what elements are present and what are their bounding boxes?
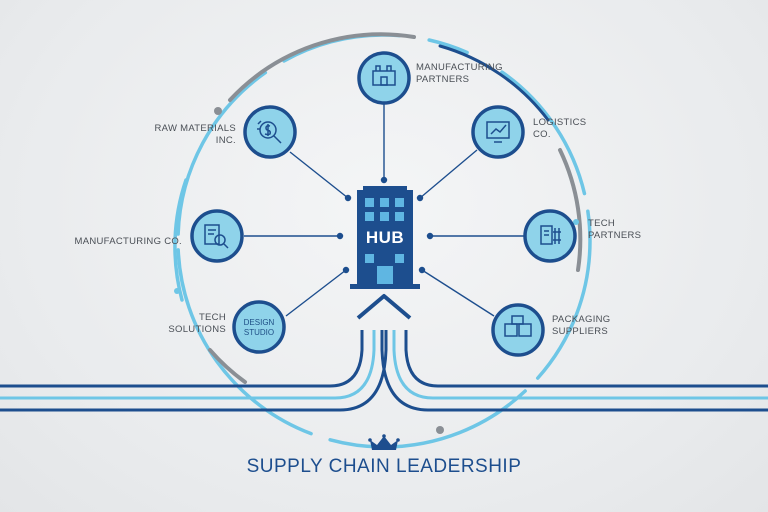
hub-label: HUB bbox=[365, 228, 405, 247]
hub-building bbox=[350, 186, 420, 289]
ring-dot bbox=[214, 107, 222, 115]
ring-dot bbox=[573, 219, 579, 225]
label-line: INC. bbox=[215, 135, 236, 146]
label-line: MANUFACTURING CO. bbox=[74, 236, 182, 247]
label-line: CO. bbox=[533, 129, 551, 140]
node-logistics bbox=[471, 105, 525, 159]
outer-arc-left bbox=[173, 178, 188, 302]
label-line: SUPPLIERS bbox=[552, 326, 609, 337]
connectors bbox=[244, 103, 525, 317]
label-line: PARTNERS bbox=[588, 230, 642, 241]
label-tech-solutions: TECH SOLUTIONS bbox=[150, 312, 226, 336]
ring-dot bbox=[174, 288, 180, 294]
outer-arc-gray-right bbox=[558, 148, 583, 272]
document-search-icon bbox=[204, 224, 229, 249]
diagram-title: SUPPLY CHAIN LEADERSHIP bbox=[246, 456, 522, 477]
node-tech-partners bbox=[523, 209, 577, 263]
label-manufacturing-partners: MANUFACTURING PARTNERS bbox=[416, 62, 503, 86]
node-manufacturing-co bbox=[190, 209, 244, 263]
label-line: LOGISTICS bbox=[533, 117, 587, 128]
factory-icon bbox=[372, 65, 396, 86]
outer-arc-navy-top bbox=[438, 44, 550, 122]
node-packaging-suppliers bbox=[491, 303, 545, 357]
ring-dot bbox=[436, 426, 444, 434]
document-tech-icon bbox=[540, 225, 561, 245]
pipeline bbox=[0, 294, 768, 412]
label-manufacturing-co: MANUFACTURING CO. bbox=[70, 236, 182, 248]
label-packaging-suppliers: PACKAGING SUPPLIERS bbox=[552, 314, 610, 338]
money-search-icon bbox=[257, 120, 282, 144]
label-line: PACKAGING bbox=[552, 314, 611, 325]
monitor-chart-icon bbox=[486, 121, 510, 143]
label-tech-partners: TECH PARTNERS bbox=[588, 218, 641, 242]
crown-icon bbox=[368, 434, 400, 450]
label-line: SOLUTIONS bbox=[168, 324, 226, 335]
outer-arc-gray-left bbox=[208, 348, 247, 384]
design-studio-icon: DESIGN STUDIO bbox=[243, 318, 275, 337]
node-tech-solutions bbox=[232, 300, 286, 354]
label-line: RAW MATERIALS bbox=[154, 123, 236, 134]
node-manufacturing-partners bbox=[357, 51, 411, 105]
node-raw-materials bbox=[243, 105, 297, 159]
label-line: TECH bbox=[198, 312, 226, 323]
label-line: TECH bbox=[588, 218, 616, 229]
outer-arc-gray-top bbox=[228, 32, 416, 102]
label-raw-materials: RAW MATERIALS INC. bbox=[140, 123, 236, 147]
label-logistics: LOGISTICS CO. bbox=[533, 117, 586, 141]
label-line: PARTNERS bbox=[416, 74, 470, 85]
label-line: MANUFACTURING bbox=[416, 62, 503, 73]
boxes-icon bbox=[504, 315, 532, 337]
